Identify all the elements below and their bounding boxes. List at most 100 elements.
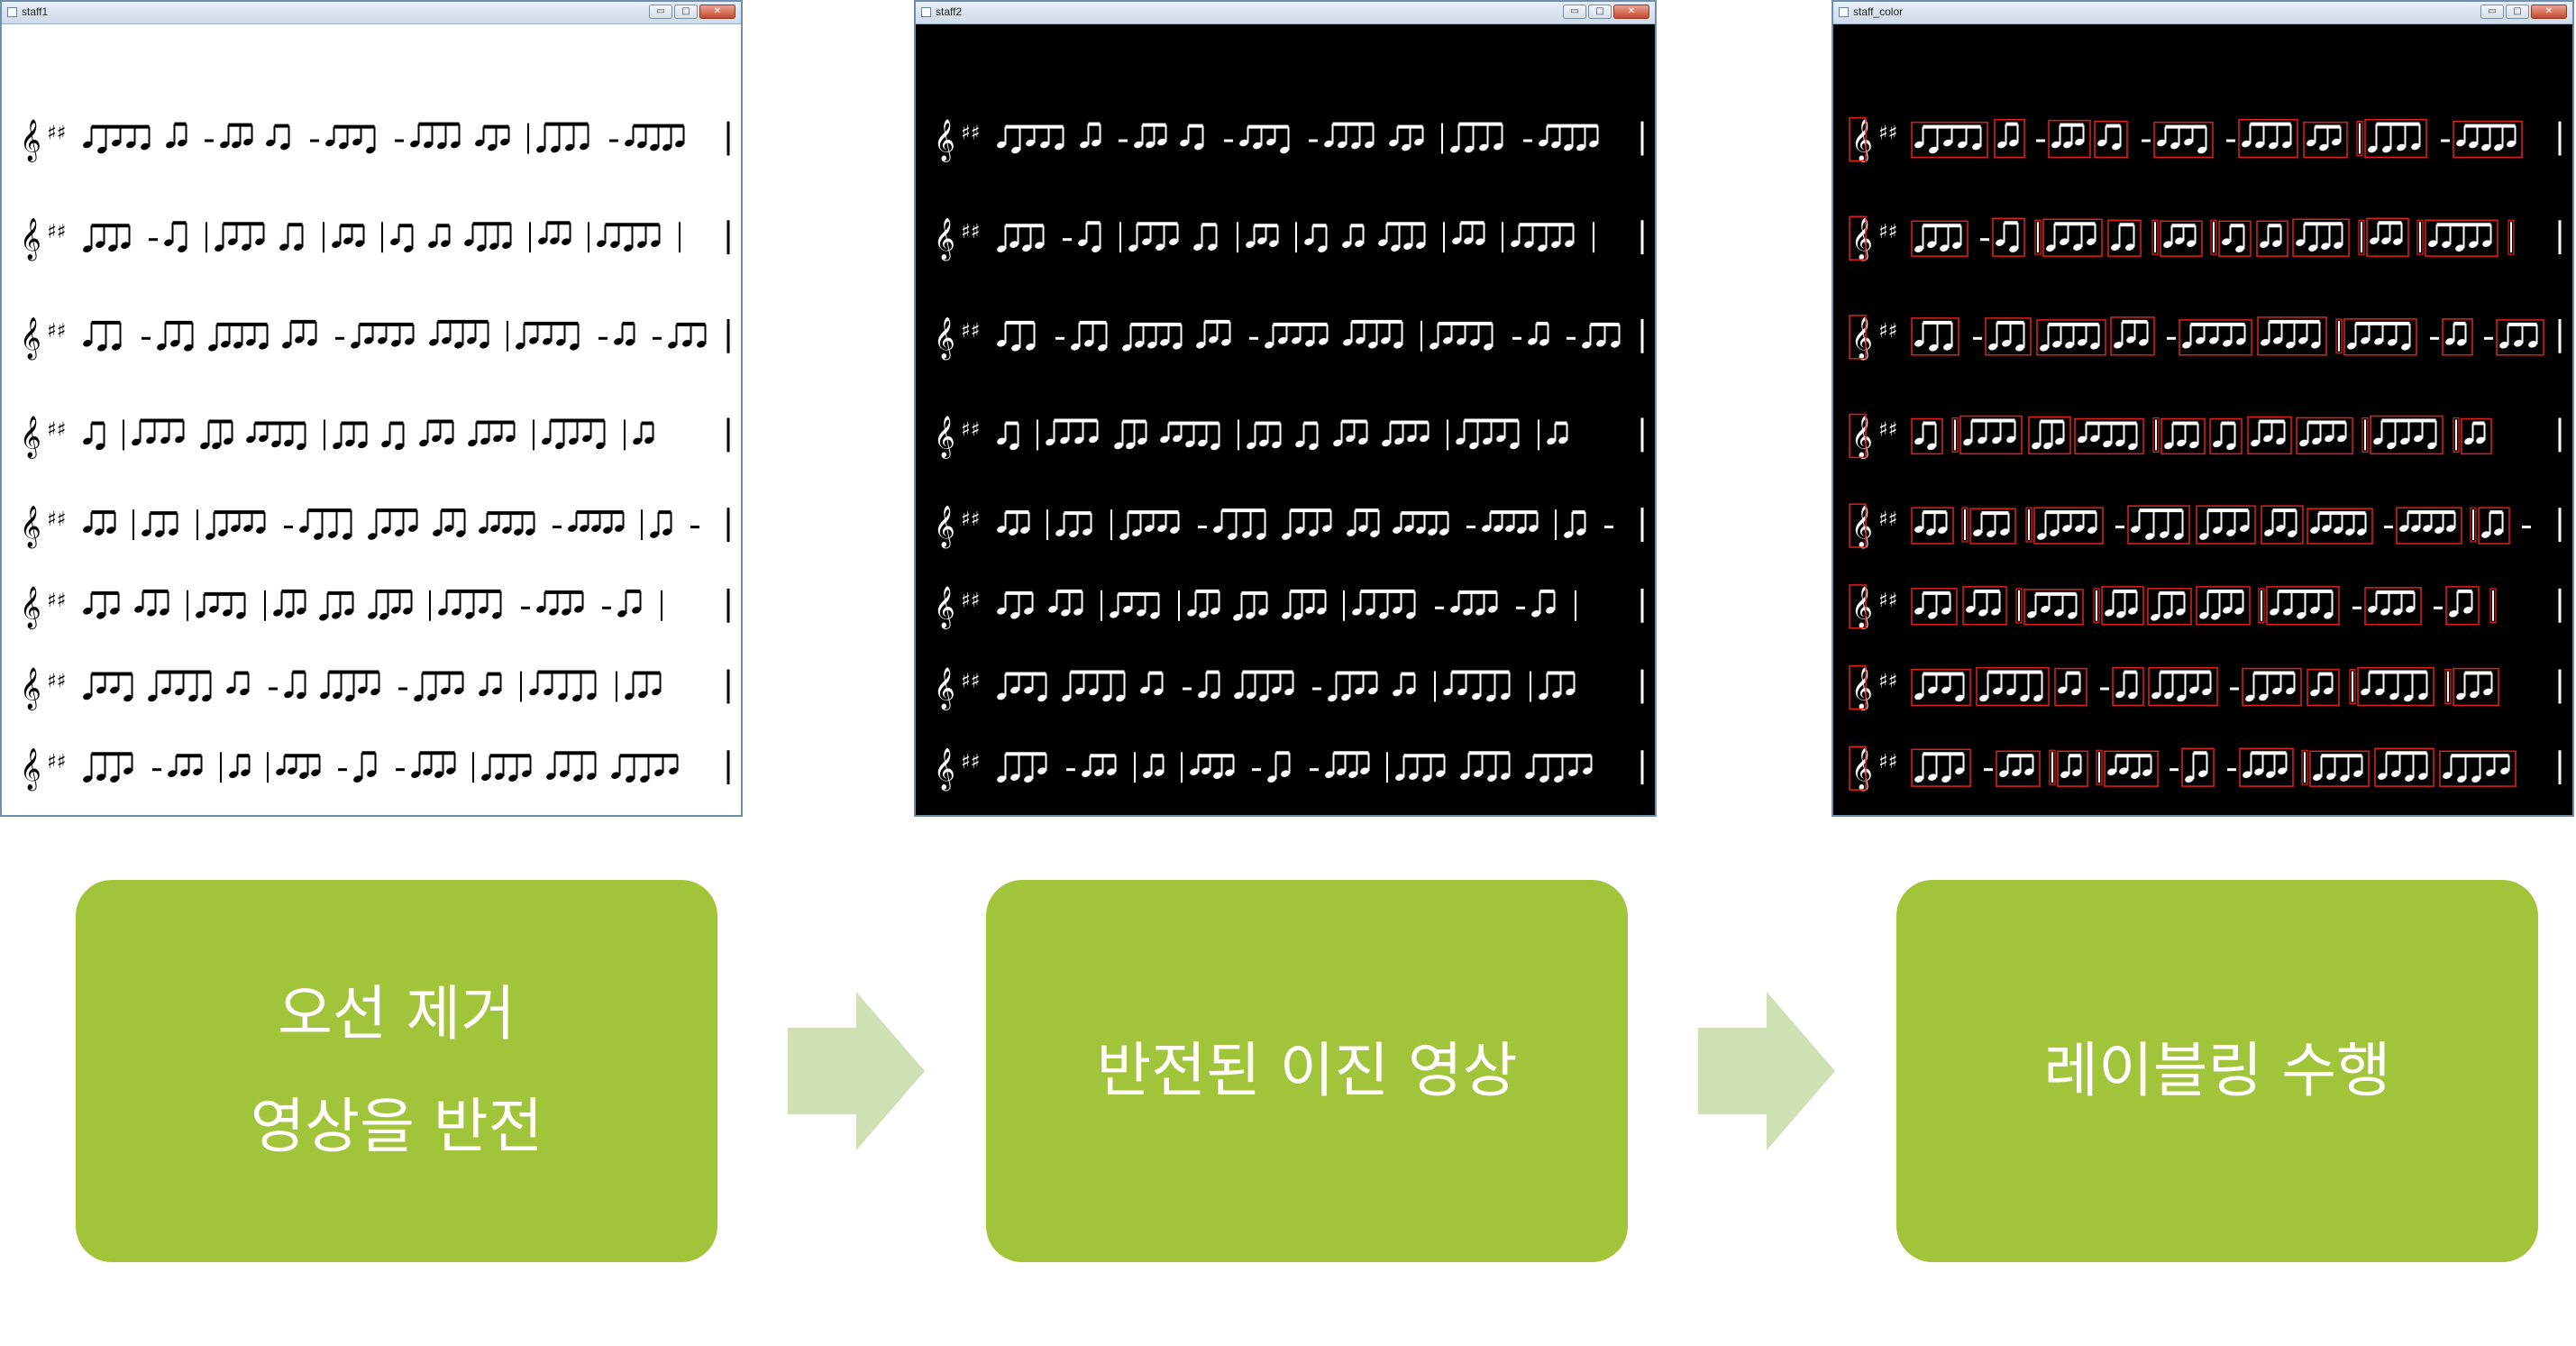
note-head — [2391, 770, 2400, 777]
note-head — [492, 687, 501, 695]
label-box — [1849, 584, 1867, 629]
maximize-button[interactable]: □ — [2506, 5, 2529, 19]
note-head — [617, 609, 626, 618]
maximize-button[interactable]: □ — [674, 5, 698, 19]
note-head — [1140, 686, 1149, 694]
close-icon: ✕ — [713, 6, 722, 16]
note-head — [1992, 436, 2001, 444]
rest-mark — [1466, 526, 1475, 529]
note-head — [1107, 768, 1116, 775]
note-group — [2151, 670, 2212, 702]
note-group — [1234, 670, 1294, 702]
title-bar[interactable]: staff1 ▭ □ ✕ — [2, 2, 741, 24]
rest-mark — [2441, 139, 2450, 142]
note-head — [1393, 689, 1402, 697]
label-box — [2093, 588, 2100, 624]
rest-mark — [1523, 139, 1532, 142]
note-head — [1997, 141, 2006, 149]
note-head — [2236, 338, 2245, 345]
note-head — [206, 533, 215, 540]
note-head — [2054, 609, 2063, 617]
note-head — [1228, 533, 1237, 540]
note-head — [243, 525, 252, 532]
note-head — [96, 686, 105, 694]
note-head — [414, 694, 423, 702]
note-head — [2269, 142, 2278, 150]
close-button[interactable]: ✕ — [699, 5, 735, 19]
note-head — [1225, 769, 1234, 776]
minimize-button[interactable]: ▭ — [2480, 5, 2504, 19]
note-group — [1265, 322, 1329, 349]
note-head — [1110, 610, 1119, 618]
rest-mark — [2167, 336, 2176, 340]
note-head — [123, 694, 132, 702]
note-group — [2251, 419, 2286, 447]
note-head — [1282, 611, 1291, 619]
treble-clef-icon: 𝄞 — [20, 667, 41, 710]
note-head — [502, 526, 511, 534]
note-head — [1190, 768, 1199, 775]
note-group — [1914, 124, 1982, 154]
note-head — [180, 769, 189, 776]
note-head — [2060, 771, 2069, 778]
note-head — [1941, 686, 1950, 694]
note-head — [2043, 442, 2052, 450]
note-head — [226, 686, 235, 694]
note-head — [1452, 237, 1461, 244]
minimize-button[interactable]: ▭ — [1563, 5, 1586, 19]
rest-mark — [1973, 336, 1982, 340]
note-head — [2105, 609, 2114, 617]
note-head — [2164, 691, 2173, 700]
note-head — [391, 340, 400, 347]
close-button[interactable]: ✕ — [2531, 5, 2567, 19]
note-head — [1343, 339, 1352, 346]
note-head — [668, 342, 677, 349]
note-head — [2345, 528, 2354, 536]
note-head — [2245, 694, 2254, 702]
note-head — [428, 241, 437, 248]
treble-clef-icon: 𝄞 — [1851, 218, 1873, 261]
note-head — [1187, 609, 1196, 617]
minimize-icon: ▭ — [1570, 6, 1579, 16]
note-head — [2040, 343, 2049, 352]
note-group — [1071, 320, 1108, 352]
note-head — [224, 437, 233, 445]
treble-clef-icon: 𝄞 — [934, 120, 955, 163]
key-signature-icon: ♯♯ — [1878, 671, 1897, 693]
note-head — [2494, 143, 2503, 151]
note-head — [1987, 530, 1996, 537]
note-head — [2378, 773, 2387, 780]
note-head — [2361, 337, 2370, 344]
close-button[interactable]: ✕ — [1613, 5, 1649, 19]
note-head — [221, 341, 230, 348]
title-bar[interactable]: staff2 ▭ □ ✕ — [916, 2, 1655, 24]
note-group — [2347, 321, 2411, 351]
note-head — [2311, 342, 2320, 349]
note-head — [1558, 436, 1567, 444]
note-head — [2278, 767, 2287, 774]
note-group — [325, 124, 376, 154]
note-head — [2033, 694, 2042, 702]
note-head — [1483, 437, 1492, 445]
note-head — [1926, 528, 1935, 536]
note-group — [2245, 671, 2296, 702]
title-bar[interactable]: staff_color ▭ □ ✕ — [1833, 2, 2572, 24]
note-head — [155, 530, 164, 537]
note-head — [437, 142, 446, 150]
label-box — [2361, 417, 2369, 453]
key-signature-icon: ♯♯ — [1878, 123, 1897, 145]
minimize-button[interactable]: ▭ — [649, 5, 672, 19]
note-group — [410, 122, 461, 150]
note-group — [2243, 751, 2288, 778]
note-group — [2313, 754, 2363, 782]
note-head — [1305, 606, 1314, 614]
maximize-button[interactable]: □ — [1588, 5, 1612, 19]
note-group — [1979, 670, 2043, 702]
window-staff1: staff1 ▭ □ ✕ 𝄞♯♯𝄞♯♯𝄞♯♯𝄞♯♯𝄞♯♯𝄞♯♯𝄞♯♯𝄞♯♯ — [0, 0, 743, 817]
note-group — [83, 672, 133, 702]
note-group — [1143, 754, 1165, 778]
label-box — [2107, 219, 2142, 257]
key-signature-icon: ♯♯ — [47, 221, 66, 243]
note-head — [1539, 775, 1548, 783]
label-box — [2370, 415, 2444, 455]
